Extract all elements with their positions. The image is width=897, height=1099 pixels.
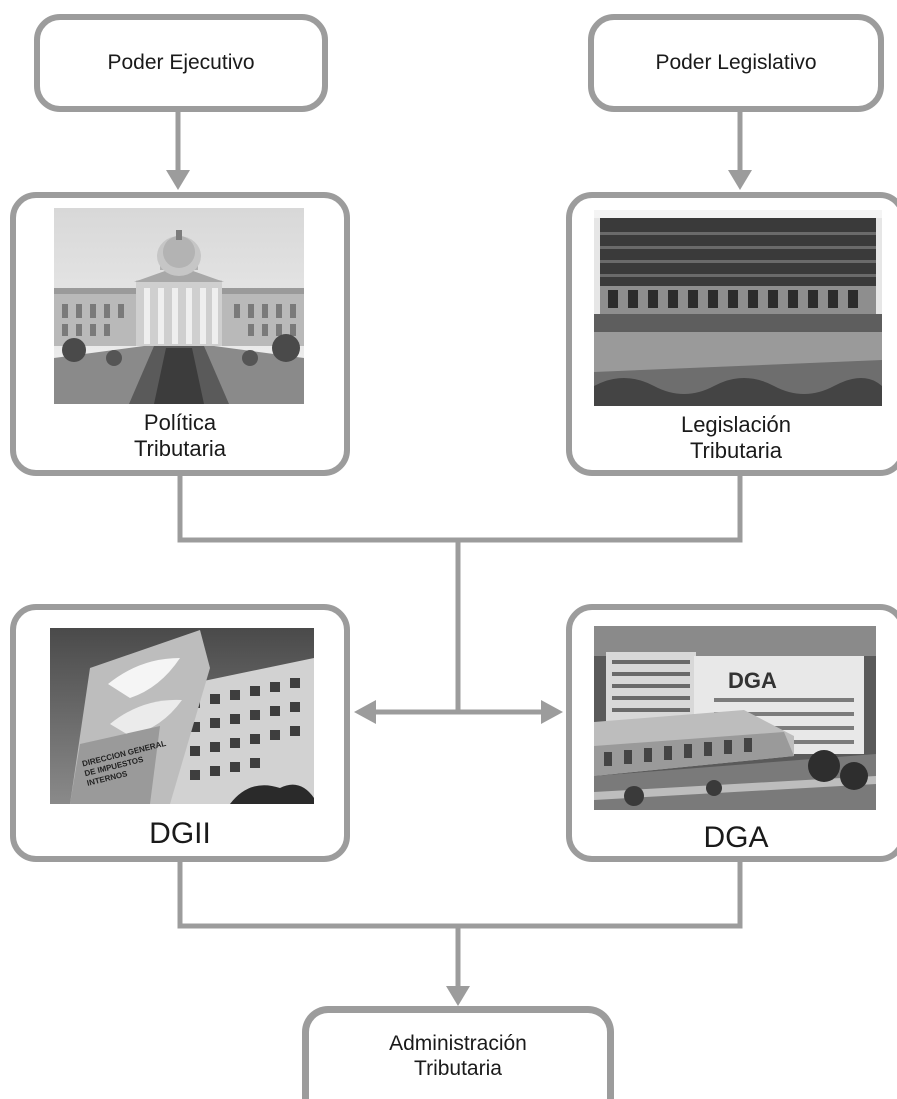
- dgii-label: DGII: [149, 817, 211, 850]
- dgii-box: DIRECCION GENERAL DE IMPUESTOS INTERNOS …: [10, 604, 350, 862]
- dgii-building-photo: DIRECCION GENERAL DE IMPUESTOS INTERNOS: [50, 628, 314, 804]
- politica-tributaria-box: Política Tributaria: [10, 192, 350, 476]
- dga-sign-text: DGA: [728, 668, 777, 693]
- merge-line-top: [177, 476, 743, 543]
- administracion-tributaria-box: Administración Tributaria: [302, 1006, 614, 1099]
- poder-legislativo-label: Poder Legislativo: [655, 51, 817, 74]
- arrowhead-administracion: [446, 986, 470, 1006]
- administracion-line2: Tributaria: [414, 1057, 502, 1081]
- dga-label: DGA: [703, 821, 769, 854]
- palacio-nacional-photo: [54, 208, 304, 404]
- arrowhead-legislacion: [728, 170, 752, 190]
- politica-line1: Política: [143, 410, 217, 435]
- administracion-tributaria-label: Administración Tributaria: [309, 1031, 607, 1081]
- arrowhead-dga: [541, 700, 563, 724]
- legislacion-line2: Tributaria: [689, 438, 783, 464]
- poder-ejecutivo-label: Poder Ejecutivo: [107, 51, 255, 74]
- congreso-nacional-photo: [594, 210, 882, 406]
- poder-legislativo-box: Poder Legislativo: [588, 14, 884, 112]
- merge-line-bottom: [177, 862, 743, 929]
- legislacion-line1: Legislación: [680, 412, 792, 437]
- dga-box: DGA DGA: [566, 604, 897, 862]
- politica-line2: Tributaria: [133, 436, 227, 462]
- poder-ejecutivo-box: Poder Ejecutivo: [34, 14, 328, 112]
- arrowhead-politica: [166, 170, 190, 190]
- legislacion-tributaria-label: Legislación Tributaria: [572, 412, 897, 465]
- politica-tributaria-label: Política Tributaria: [16, 410, 344, 463]
- arrowhead-dgii: [354, 700, 376, 724]
- administracion-line1: Administración: [389, 1032, 527, 1055]
- dga-building-photo: DGA: [594, 626, 876, 810]
- legislacion-tributaria-box: Legislación Tributaria: [566, 192, 897, 476]
